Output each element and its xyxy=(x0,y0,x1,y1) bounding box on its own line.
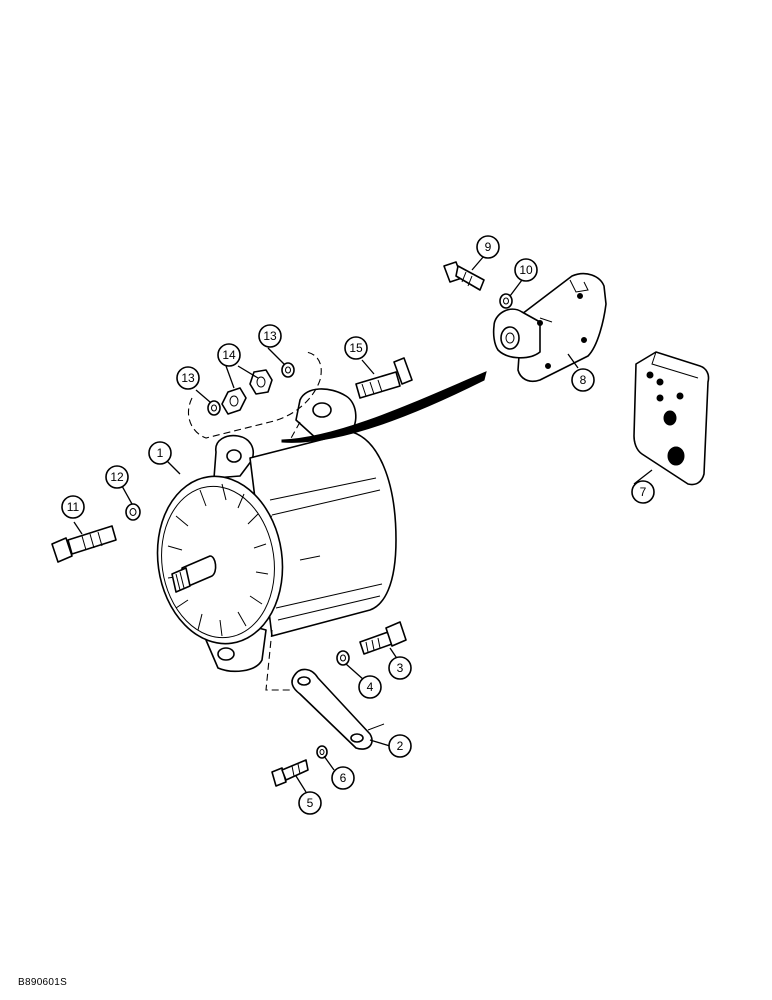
callout-7: 7 xyxy=(631,480,655,504)
callout-15: 15 xyxy=(344,336,368,360)
callout-3-number: 3 xyxy=(397,661,404,675)
callout-12-number: 12 xyxy=(110,470,124,484)
callout-8: 8 xyxy=(571,368,595,392)
callout-2: 2 xyxy=(388,734,412,758)
callout-15-number: 15 xyxy=(349,341,363,355)
callout-10: 10 xyxy=(514,258,538,282)
dashed-link-outline xyxy=(265,629,290,691)
callout-13-right-number: 13 xyxy=(263,329,277,343)
belt xyxy=(281,371,487,443)
callout-9: 9 xyxy=(476,235,500,259)
bolt-11 xyxy=(51,525,117,563)
callout-11: 11 xyxy=(61,495,85,519)
spacer-plate xyxy=(633,351,710,486)
nut-14-b xyxy=(249,369,273,395)
mounting-bracket xyxy=(492,272,607,383)
washer-4 xyxy=(336,650,350,666)
washer-12 xyxy=(125,503,141,521)
nut-14-a xyxy=(221,387,247,415)
dashed-assembly-outline xyxy=(188,351,322,439)
callout-3: 3 xyxy=(388,656,412,680)
adjusting-link xyxy=(291,668,385,750)
washer-13-right xyxy=(281,362,295,378)
callout-5-number: 5 xyxy=(307,796,314,810)
callout-13-left: 13 xyxy=(176,366,200,390)
callout-12: 12 xyxy=(105,465,129,489)
callout-11-number: 11 xyxy=(67,500,80,514)
callout-6: 6 xyxy=(331,766,355,790)
callout-4: 4 xyxy=(358,675,382,699)
callout-13-left-number: 13 xyxy=(181,371,195,385)
washer-13-left xyxy=(207,400,221,416)
alternator xyxy=(156,388,397,673)
callout-7-number: 7 xyxy=(640,485,647,499)
callout-5: 5 xyxy=(298,791,322,815)
bolt-5 xyxy=(271,759,309,787)
callout-14: 14 xyxy=(217,343,241,367)
bolt-9 xyxy=(443,261,485,291)
dashed-bolt-axis xyxy=(289,421,301,441)
callout-6-number: 6 xyxy=(340,771,347,785)
callout-14-number: 14 xyxy=(222,348,236,362)
callout-1-number: 1 xyxy=(157,446,164,460)
callout-1: 1 xyxy=(148,441,172,465)
callout-4-number: 4 xyxy=(367,680,374,694)
washer-6 xyxy=(316,745,328,759)
bolt-3 xyxy=(359,621,407,655)
figure-id: B890601S xyxy=(18,977,68,988)
callout-8-number: 8 xyxy=(580,373,587,387)
callout-2-number: 2 xyxy=(397,739,404,753)
callout-10-number: 10 xyxy=(519,263,533,277)
callout-9-number: 9 xyxy=(485,240,492,254)
bolt-15 xyxy=(355,357,413,399)
washer-10 xyxy=(499,293,513,309)
leader-lines xyxy=(73,255,653,793)
callout-13-right: 13 xyxy=(258,324,282,348)
